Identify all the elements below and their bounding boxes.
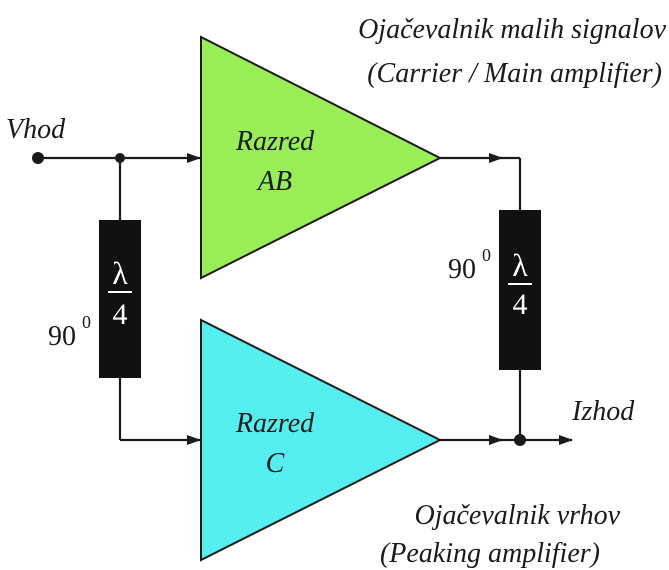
left-lambda: λ	[112, 255, 128, 291]
left-quarter-wave-line	[99, 220, 141, 378]
right-denominator: 4	[513, 288, 528, 321]
peaking-amp-class-line2: C	[266, 448, 285, 479]
carrier-amplifier	[200, 35, 443, 280]
bottom-amp-title: Ojačevalnik vrhov	[414, 500, 620, 531]
input-label: Vhod	[6, 114, 66, 145]
left-denominator: 4	[113, 298, 128, 331]
top-amp-subtitle: (Carrier / Main amplifier)	[367, 58, 662, 89]
right-lambda: λ	[512, 247, 528, 283]
right-quarter-wave-line	[499, 210, 541, 370]
output-junction	[514, 434, 526, 446]
carrier-amp-class-line2: AB	[256, 166, 292, 197]
carrier-amp-class-line1: Razred	[235, 126, 315, 157]
bottom-amp-subtitle: (Peaking amplifier)	[380, 538, 600, 569]
right-phase: 90	[448, 254, 476, 285]
top-amp-title: Ojačevalnik malih signalov	[358, 14, 667, 45]
peaking-amplifier	[200, 318, 443, 562]
left-phase-degree: 0	[82, 312, 91, 332]
left-phase: 90	[48, 321, 76, 352]
peaking-amp-class-line1: Razred	[235, 408, 315, 439]
output-label: Izhod	[571, 396, 635, 427]
right-phase-degree: 0	[482, 245, 491, 265]
